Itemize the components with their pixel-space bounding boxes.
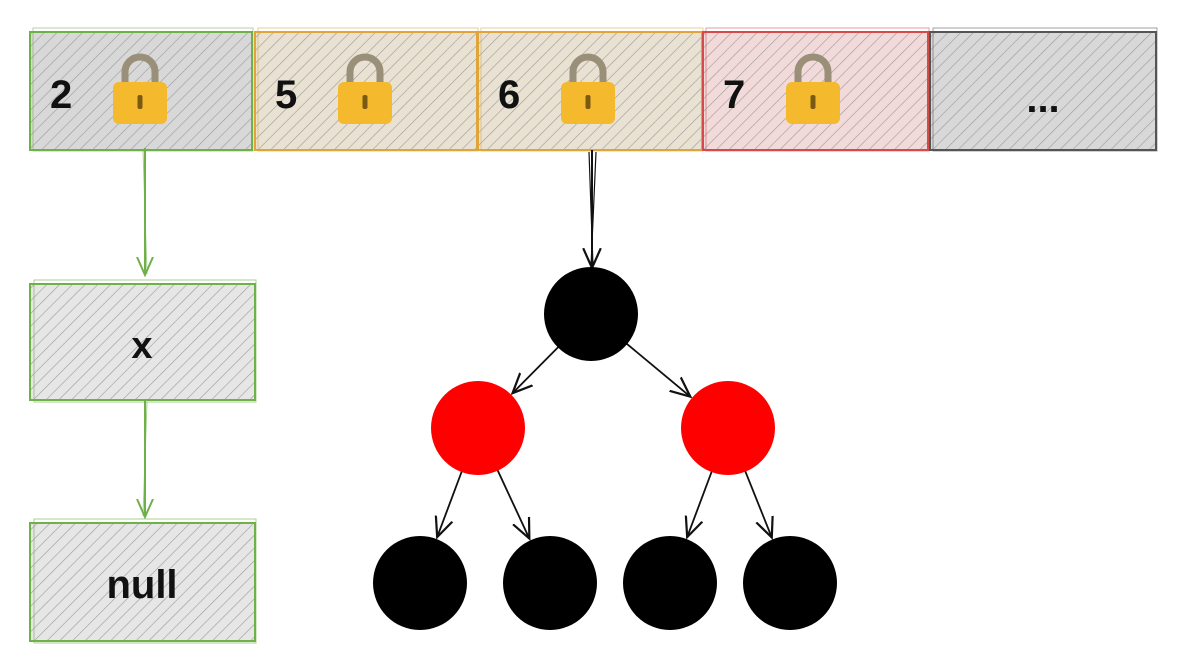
array-cell: 6 [477,27,704,152]
tree-node-black [503,536,597,630]
tree-node-black [373,536,467,630]
linked-list: x null [29,148,257,644]
array-cell-label: 5 [275,73,297,117]
lock-icon [561,53,615,124]
hash-array: 2 5 6 7... [29,27,1158,152]
lock-icon [786,53,840,124]
array-cell-label: 6 [498,73,520,117]
array-cell: 2 [29,27,254,152]
lock-icon [113,53,167,124]
tree-edge [512,345,560,393]
array-cell-label: ... [1026,77,1059,121]
list-node-label: null [106,563,177,607]
tree-edge [743,469,772,538]
tree-edge [437,469,464,537]
bucket-to-tree-arrow [590,151,597,267]
list-node: x [29,279,257,403]
tree-node-red [681,381,775,475]
array-cell: 5 [254,27,479,152]
tree-edge [625,342,691,397]
tree-edge [687,469,714,537]
list-node: null [29,518,257,644]
list-arrow [142,149,148,275]
tree-node-black [544,267,638,361]
array-cell: ... [929,27,1158,152]
tree-node-black [743,536,837,630]
tree-node-red [431,381,525,475]
array-cell: 7 [702,27,930,152]
list-arrow [142,401,148,517]
list-node-label: x [131,325,152,367]
red-black-tree [373,150,837,630]
tree-edge [496,468,529,539]
array-cell-label: 7 [723,73,745,117]
array-cell-label: 2 [50,73,72,117]
lock-icon [338,53,392,124]
tree-node-black [623,536,717,630]
